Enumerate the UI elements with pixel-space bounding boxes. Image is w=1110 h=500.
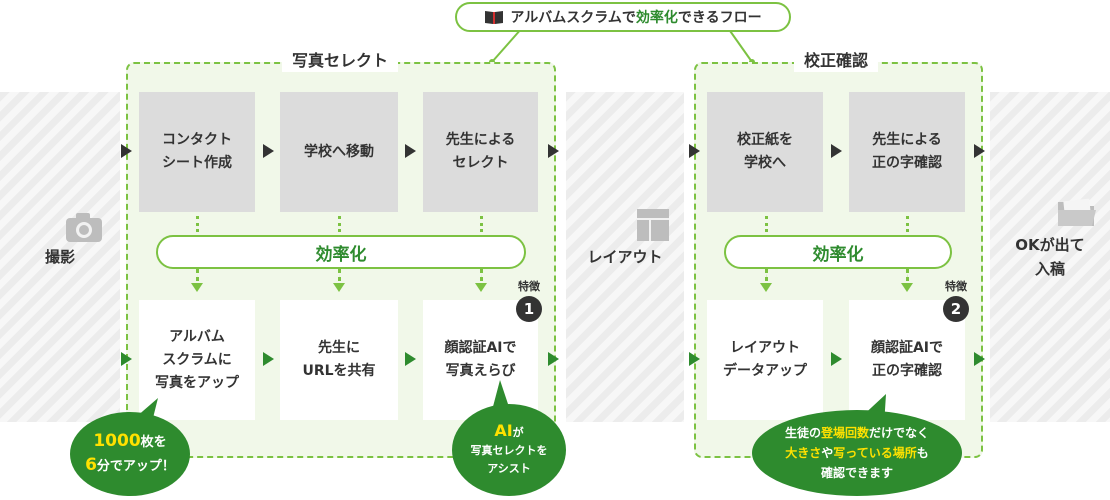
group-photo-select-title: 写真セレクト: [281, 50, 399, 72]
step-face-ai-check-line2: 正の字確認: [872, 363, 942, 379]
step-teacher-select: 先生による セレクト: [423, 92, 538, 212]
bubble-ai-line1: AIが: [494, 421, 524, 440]
arrow-top-2: [263, 144, 274, 158]
down-arrow-1: [191, 283, 203, 292]
layout-icon: [637, 209, 669, 241]
camera-icon: [66, 213, 102, 242]
arrow-top-4: [548, 144, 559, 158]
flow-title: アルバムスクラムで効率化できるフロー: [455, 2, 791, 32]
step-face-ai-select-line2: 写真えらび: [445, 363, 516, 379]
down-arrow-2: [333, 283, 345, 292]
step-face-ai-check-line1: 顔認証AIで: [870, 340, 944, 356]
arrow-bottom-1: [121, 352, 132, 366]
dots-5b: [906, 269, 909, 281]
step-upload-photos-line3: 写真をアップ: [155, 374, 239, 391]
efficiency-pill-proofing-label: 効率化: [812, 244, 864, 265]
bubble-proof-check: 生徒の登場回数だけでなく 大きさや写っている場所も 確認できます: [752, 410, 962, 496]
dots-2b: [338, 269, 341, 281]
step-teacher-check-line2: 正の字確認: [872, 155, 942, 171]
column-shooting-label: 撮影: [44, 248, 75, 266]
feature-badge-1: 特徴 1: [514, 280, 544, 322]
bubble-ai-assist: AIが 写真セレクトを アシスト: [452, 404, 566, 496]
column-ok-label-1: OKが出て: [1015, 236, 1085, 254]
arrow-top-6: [831, 144, 842, 158]
arrow-bottom-5: [689, 352, 700, 366]
step-share-url-line1: 先生に: [318, 340, 360, 356]
feature-badge-1-number: 1: [516, 296, 542, 322]
dots-3a: [480, 216, 483, 232]
arrow-bottom-6: [831, 352, 842, 366]
column-ok-label-2: 入稿: [1034, 260, 1065, 278]
book-icon: [485, 11, 504, 24]
bubble-ai-line2: 写真セレクトを: [470, 444, 548, 457]
step-layout-upload-line1: レイアウト: [730, 340, 800, 356]
bubble-upload-line2: 6分でアップ！: [85, 455, 175, 475]
arrow-top-1: [121, 144, 132, 158]
step-share-url: 先生に URLを共有: [280, 300, 398, 420]
arrow-bottom-7: [974, 352, 985, 366]
arrow-bottom-3: [405, 352, 416, 366]
bubble-proof-line3: 確認できます: [820, 466, 893, 480]
step-teacher-select-line2: セレクト: [452, 155, 509, 171]
arrow-bottom-4: [548, 352, 559, 366]
connector-right: [727, 27, 753, 63]
dots-2a: [338, 216, 341, 232]
feature-badge-1-label: 特徴: [518, 280, 540, 293]
arrow-top-7: [974, 144, 985, 158]
column-shooting: 撮影: [0, 92, 120, 422]
arrow-top-3: [405, 144, 416, 158]
flow-title-text: アルバムスクラムで効率化できるフロー: [510, 10, 762, 26]
step-proof-to-school-line1: 校正紙を: [737, 132, 793, 148]
arrow-top-5: [689, 144, 700, 158]
step-upload-photos-line1: アルバム: [169, 328, 225, 345]
step-face-ai-select: 顔認証AIで 写真えらび: [423, 300, 538, 420]
dots-1a: [196, 216, 199, 232]
step-proof-to-school: 校正紙を 学校へ: [707, 92, 823, 212]
connector-left: [491, 27, 523, 63]
down-arrow-4: [760, 283, 772, 292]
down-arrow-3: [475, 283, 487, 292]
step-layout-upload: レイアウト データアップ: [707, 300, 823, 420]
step-contact-sheet: コンタクト シート作成: [139, 92, 255, 212]
step-teacher-check-line1: 先生による: [872, 132, 942, 148]
dots-4a: [765, 216, 768, 232]
efficiency-pill-proofing: 効率化: [724, 235, 952, 269]
step-contact-sheet-line2: シート作成: [162, 155, 232, 171]
step-teacher-check: 先生による 正の字確認: [849, 92, 965, 212]
column-ok: OKが出て 入稿: [990, 92, 1110, 422]
column-layout-label: レイアウト: [587, 248, 663, 266]
step-upload-photos-line2: スクラムに: [162, 351, 232, 368]
arrow-bottom-2: [263, 352, 274, 366]
step-face-ai-check: 顔認証AIで 正の字確認: [849, 300, 965, 420]
step-upload-photos: アルバム スクラムに 写真をアップ: [139, 300, 255, 420]
dots-5a: [906, 216, 909, 232]
step-teacher-select-line1: 先生による: [445, 132, 516, 148]
efficiency-pill-photo-label: 効率化: [315, 244, 367, 265]
step-face-ai-select-line1: 顔認証AIで: [444, 340, 517, 356]
efficiency-pill-photo: 効率化: [156, 235, 526, 269]
dots-1b: [196, 269, 199, 281]
feature-badge-2-label: 特徴: [945, 280, 967, 293]
bubble-proof-line1: 生徒の登場回数だけでなく: [784, 426, 930, 440]
column-layout: レイアウト: [566, 92, 684, 422]
down-arrow-5: [901, 283, 913, 292]
feature-badge-2-number: 2: [943, 296, 969, 322]
bubble-proof-line2: 大きさや写っている場所も: [785, 446, 929, 460]
step-contact-sheet-line1: コンタクト: [162, 132, 232, 148]
step-move-school-line1: 学校へ移動: [304, 143, 374, 160]
feature-badge-2: 特徴 2: [941, 280, 971, 322]
folder-icon: [1058, 198, 1096, 226]
step-proof-to-school-line2: 学校へ: [744, 155, 786, 171]
dots-3b: [480, 269, 483, 281]
step-layout-upload-line2: データアップ: [723, 363, 807, 379]
step-share-url-line2: URLを共有: [302, 363, 376, 379]
group-proofing-title: 校正確認: [793, 50, 879, 72]
bubble-ai-line3: アシスト: [487, 462, 531, 475]
dots-4b: [765, 269, 768, 281]
bubble-upload-line1: 1000枚を: [93, 431, 167, 451]
bubble-upload: 1000枚を 6分でアップ！: [70, 412, 190, 496]
step-move-school: 学校へ移動: [280, 92, 398, 212]
